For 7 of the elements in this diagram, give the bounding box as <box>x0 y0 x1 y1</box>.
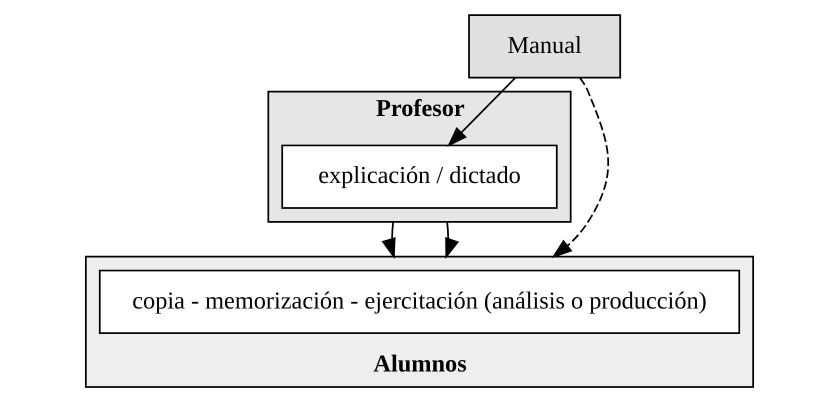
arrow <box>445 222 460 260</box>
arrow <box>552 77 609 258</box>
node-box: Manual <box>468 14 622 79</box>
node-box: explicación / dictado <box>281 144 558 209</box>
arrow <box>382 222 396 260</box>
node-box: copia - memorización - ejercitación (análisis o producción) <box>98 270 740 334</box>
arrow <box>447 78 516 147</box>
